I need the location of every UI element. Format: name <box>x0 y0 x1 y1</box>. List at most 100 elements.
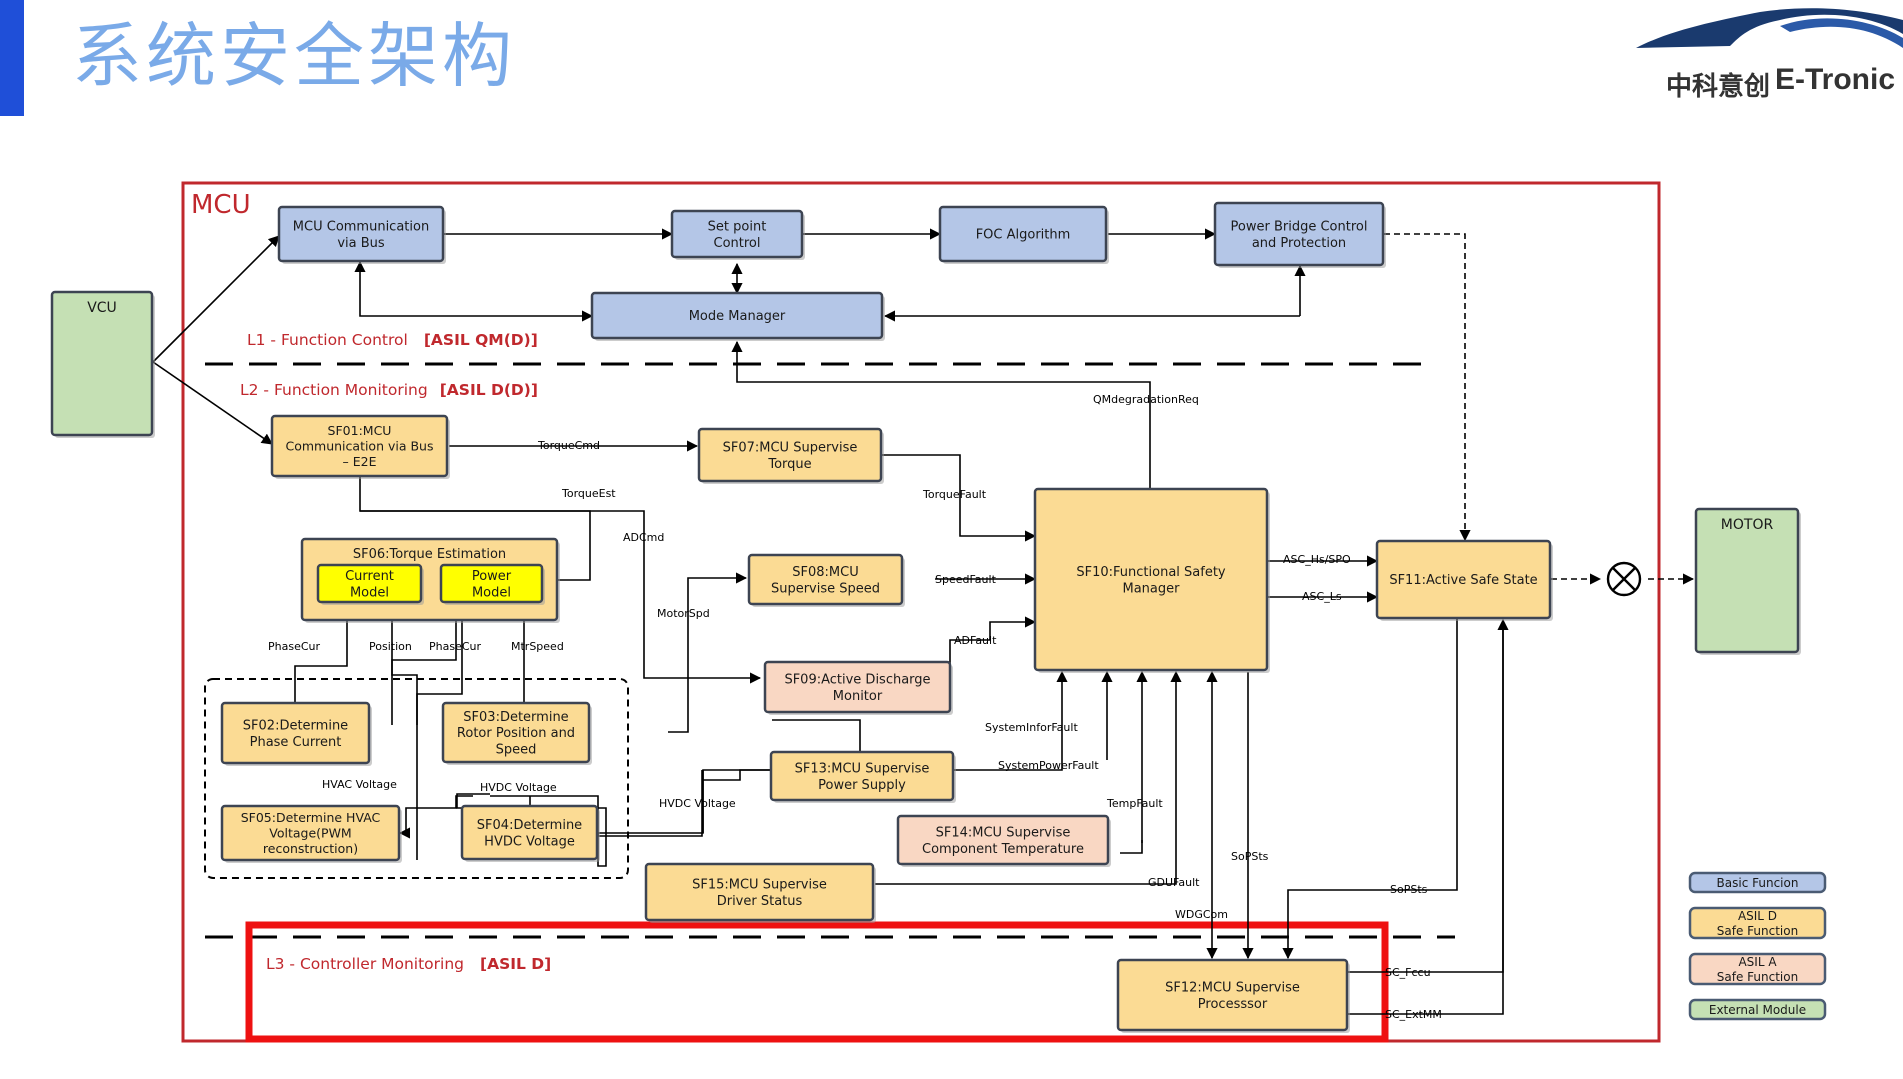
signal-torque-cmd: TorqueCmd <box>537 439 600 452</box>
sf01-block-label: – E2E <box>343 454 377 469</box>
sf14-block-box <box>896 814 1110 866</box>
power-bridge-control-block-box <box>1213 201 1385 267</box>
sf05-block: SF05:Determine HVACVoltage(PWMreconstruc… <box>220 804 402 863</box>
mcu-communication-block-label: via Bus <box>337 236 385 251</box>
signal-mtr-speed: MtrSpeed <box>511 640 564 653</box>
page-title: 系统安全架构 <box>72 15 516 97</box>
sf10-block-label: SF10:Functional Safety <box>1076 565 1226 580</box>
sf12-block-label: Processsor <box>1198 997 1268 1012</box>
mode-manager-block: Mode Manager <box>590 291 885 341</box>
sf09-block-label: SF09:Active Discharge <box>784 673 930 688</box>
legend-asil-a-label: Safe Function <box>1717 970 1798 984</box>
signal-temp-fault: TempFault <box>1106 797 1163 810</box>
signal-system-power-fault: SystemPowerFault <box>998 759 1099 772</box>
signal-hvdc-voltage-1: HVDC Voltage <box>480 781 557 794</box>
signal-qm-degradation: QMdegradationReq <box>1093 393 1199 406</box>
power-model-block-label: Model <box>472 585 511 600</box>
foc-algorithm-block-box <box>938 205 1108 263</box>
signal-sopsts-2: SoPSts <box>1390 883 1428 896</box>
signal-adcmd: ADCmd <box>623 531 664 544</box>
vcu-block-label: VCU <box>87 300 117 316</box>
signal-torque-est: TorqueEst <box>561 487 616 500</box>
mcu-communication-block-box <box>277 205 445 263</box>
signal-wdg-com: WDGCom <box>1175 908 1228 921</box>
mcu-label: MCU <box>191 190 251 220</box>
legend-basic-function: Basic Funcion <box>1688 871 1827 894</box>
title-accent-bar <box>0 0 24 116</box>
sf13-block-box <box>769 750 955 802</box>
signal-motor-spd: MotorSpd <box>657 607 710 620</box>
current-model-block-label: Current <box>345 569 394 584</box>
sf12-block-label: SF12:MCU Supervise <box>1165 981 1300 996</box>
signal-phase-cur-2: PhaseCur <box>429 640 481 653</box>
layer-l2-asil: [ASIL D(D)] <box>440 381 538 399</box>
signal-sc-fccu: SC_Fccu <box>1385 966 1431 979</box>
sf09-block-label: Monitor <box>833 689 883 704</box>
sf11-block: SF11:Active Safe State <box>1375 539 1553 621</box>
sf02-block-label: SF02:Determine <box>243 719 348 734</box>
current-model-block-label: Model <box>350 585 389 600</box>
signal-sc-extmm: SC_ExtMM <box>1385 1008 1442 1021</box>
company-logo <box>1636 8 1903 48</box>
sf15-block-box <box>644 862 875 922</box>
set-point-control-block-label: Set point <box>708 220 767 235</box>
signal-gdu-fault: GDUFault <box>1148 876 1200 889</box>
sf07-block-box <box>697 427 883 483</box>
layer-l1-asil: [ASIL QM(D)] <box>424 331 538 349</box>
sf01-block-label: SF01:MCU <box>328 423 392 438</box>
foc-algorithm-block-label: FOC Algorithm <box>976 228 1071 243</box>
motor-block-box <box>1694 507 1800 654</box>
set-point-control-block-box <box>670 209 804 259</box>
logo-text-en: E-Tronic <box>1775 63 1896 96</box>
signal-system-infor-fault: SystemInforFault <box>985 721 1078 734</box>
signal-asc-ls: ASC_Ls <box>1302 590 1342 603</box>
layer-l3-label: L3 - Controller Monitoring <box>266 955 464 973</box>
legend-asil-a-box <box>1688 952 1827 986</box>
sensor-group-boundary <box>204 678 629 879</box>
sf11-block-box <box>1375 539 1552 620</box>
sf15-block-label: SF15:MCU Supervise <box>692 878 827 893</box>
legend-external-module-label: External Module <box>1709 1003 1806 1017</box>
layer-l2-label: L2 - Function Monitoring <box>240 381 428 399</box>
mode-manager-block-label: Mode Manager <box>689 309 786 324</box>
legend-asil-d-label: ASIL D <box>1738 909 1777 923</box>
sf03-block-box <box>441 701 591 764</box>
signal-torque-fault: TorqueFault <box>922 488 987 501</box>
legend-asil-d-box <box>1688 906 1827 940</box>
sf03-block-label: Rotor Position and <box>457 726 575 741</box>
layer-l1-label: L1 - Function Control <box>247 331 408 349</box>
signal-speed-fault: SpeedFault <box>935 573 997 586</box>
signal-phase-cur-1: PhaseCur <box>268 640 320 653</box>
sf05-block-label: SF05:Determine HVAC <box>241 810 381 825</box>
sf05-block-box <box>220 804 401 862</box>
sf05-block-label: Voltage(PWM <box>269 826 351 841</box>
svg-text:L1 - Function Control[ASIL QM(: L1 - Function Control [ASIL QM(D)] <box>247 331 538 349</box>
set-point-control-block-label: Control <box>714 236 761 251</box>
signal-hvdc-voltage-2: HVDC Voltage <box>659 797 736 810</box>
current-model-block-box <box>316 563 423 604</box>
signal-ad-fault: ADFault <box>954 634 997 647</box>
power-bridge-control-block-label: and Protection <box>1252 236 1346 251</box>
legend-asil-a-label: ASIL A <box>1738 955 1777 969</box>
sf04-block-label: SF04:Determine <box>477 818 582 833</box>
sf01-block-box <box>270 414 449 478</box>
logo-text-cn: 中科意创 <box>1666 72 1771 102</box>
mode-manager-block-box <box>590 291 884 340</box>
sf07-block-label: Torque <box>767 457 811 472</box>
vcu-block: VCU <box>50 290 155 438</box>
power-model-block-label: Power <box>472 569 512 584</box>
signal-hvac-voltage: HVAC Voltage <box>322 778 397 791</box>
sf01-block-label: Communication via Bus <box>285 439 433 454</box>
legend-external-module-box <box>1688 998 1827 1021</box>
